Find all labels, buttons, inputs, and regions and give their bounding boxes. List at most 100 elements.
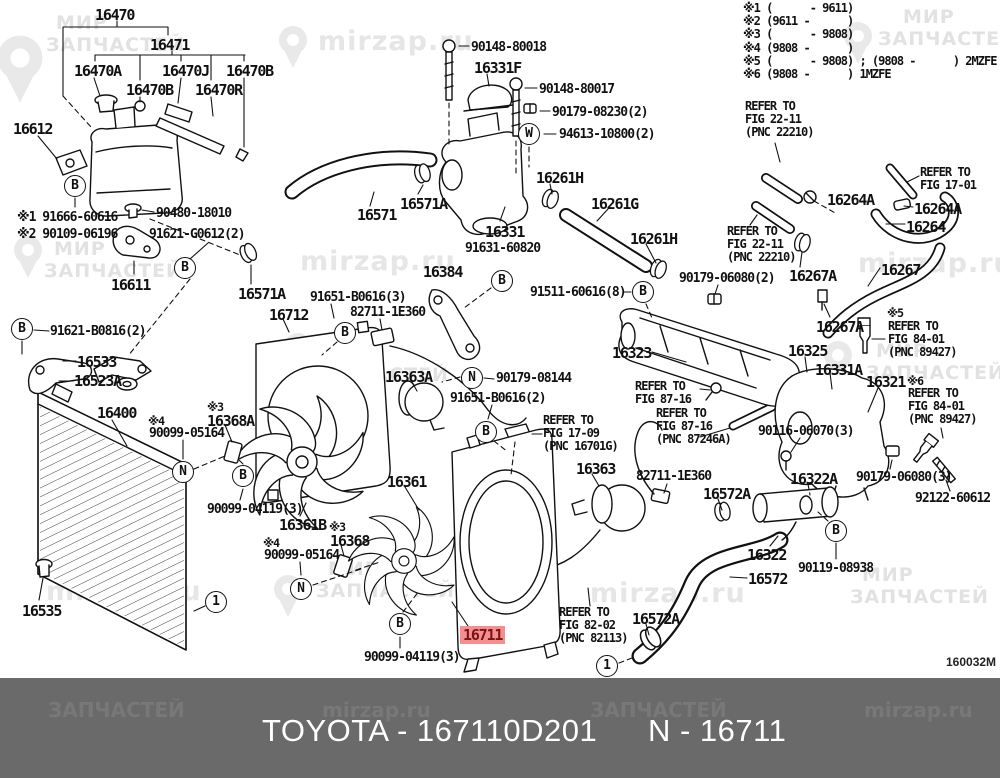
part-label-90148-80018: 90148-80018: [471, 40, 547, 55]
spec-note-line: ※2 (9611 - ): [743, 14, 854, 29]
callout-B: B: [334, 322, 356, 344]
refer-note-line: FIG 87-16: [656, 419, 713, 433]
callout-B: B: [389, 613, 411, 635]
watermark: МИР: [862, 564, 914, 586]
spec-note-line: ※4 (9808 - ): [743, 40, 854, 55]
part-label-16470R: 16470R: [195, 81, 243, 99]
part-label-16321: 16321: [866, 373, 906, 391]
fan-1-art: [229, 393, 376, 538]
watermark: МИР: [876, 340, 928, 362]
part-label-16264A: 16264A: [914, 200, 962, 218]
part-label-90179-06080-3-: 90179-06080(3): [856, 470, 953, 485]
leader-lines: [21, 20, 951, 649]
part-label-16470B: 16470B: [226, 62, 274, 80]
part-label-16612: 16612: [13, 120, 53, 138]
part-label-16264: 16264: [906, 218, 946, 236]
diagram-line-art: [0, 20, 959, 673]
refer-note-line: REFER TO: [727, 224, 778, 238]
clamps-art: [236, 162, 912, 654]
callout-1: 1: [596, 655, 618, 677]
part-label-16535: 16535: [22, 602, 62, 620]
footer-watermark: mirzap.ru: [864, 698, 973, 722]
callout-B: B: [491, 270, 513, 292]
part-label-16261G: 16261G: [591, 195, 639, 213]
reservoir-tank-art: [27, 94, 249, 578]
callout-B: B: [232, 465, 254, 487]
spec-note-line: ※3 ( - 9808): [743, 27, 854, 42]
refer-note-line: (PNC 87246A): [656, 432, 732, 446]
part-label-16361: 16361: [387, 473, 427, 491]
part-label-90480-18010: 90480-18010: [156, 206, 232, 221]
part-label-16363A: 16363A: [385, 368, 433, 386]
watermark: ЗАПЧАСТЕЙ: [878, 28, 1000, 50]
part-label-16572A: 16572A: [703, 485, 751, 503]
part-label--1-91666-60616: ※1 91666-60616: [17, 210, 118, 225]
part-label-16368: 16368: [330, 532, 370, 550]
refer-note-line: REFER TO: [543, 413, 594, 427]
part-label-90179-06080-2-: 90179-06080(2): [679, 271, 776, 286]
fan-shroud-2-art: [451, 428, 561, 673]
refer-note-line: (PNC 89427): [888, 345, 957, 359]
part-label-16470J: 16470J: [162, 62, 210, 80]
part-label-16261H: 16261H: [536, 169, 584, 187]
callout-B: B: [632, 281, 654, 303]
refer-note-line: REFER TO: [920, 165, 971, 179]
footer-watermark: mirzap.ru: [322, 698, 431, 722]
refer-note-line: FIG 82-02: [559, 618, 616, 632]
part-label-16267: 16267: [881, 261, 921, 279]
refer-note-line: FIG 17-01: [920, 178, 977, 192]
part-label-16322: 16322: [747, 546, 787, 564]
footer-part-text: TOYOTA - 167110D201: [262, 713, 598, 748]
refer-note-line: (PNC 89427): [908, 412, 977, 426]
refer-note-line: FIG 17-09: [543, 426, 600, 440]
part-label-16571: 16571: [357, 206, 397, 224]
part-label-16323: 16323: [612, 344, 652, 362]
part-label-90148-80017: 90148-80017: [539, 82, 615, 97]
part-label-16368A: 16368A: [207, 412, 255, 430]
part-label-90179-08230-2-: 90179-08230(2): [552, 105, 649, 120]
callout-B: B: [64, 175, 86, 197]
refer-note-line: (PNC 82113): [559, 631, 628, 645]
part-label--3: ※3: [329, 520, 346, 534]
callout-B: B: [11, 318, 33, 340]
part-label-16711: 16711: [460, 626, 506, 644]
part-label-16470: 16470: [95, 6, 135, 24]
fan-2-art: [344, 504, 465, 623]
watermark: МИР: [54, 238, 106, 260]
part-label-91651-B0616-2-: 91651-B0616(2): [450, 391, 547, 406]
refer-note-line: (PNC 22210): [727, 250, 796, 264]
part-label-94613-10800-2-: 94613-10800(2): [559, 127, 656, 142]
refer-note-line: FIG 22-11: [745, 112, 802, 126]
part-label--3: ※3: [207, 400, 224, 414]
part-label-16471: 16471: [150, 36, 190, 54]
part-label-90119-08938: 90119-08938: [798, 561, 874, 576]
spec-note-line: ※1 ( - 9611): [743, 1, 854, 15]
part-label--6: ※6: [907, 374, 924, 388]
part-label-16264A: 16264A: [827, 191, 875, 209]
refer-note-line: REFER TO: [888, 319, 939, 333]
callout-1: 1: [205, 591, 227, 613]
callout-N: N: [461, 367, 483, 389]
callout-B: B: [825, 520, 847, 542]
part-label-82711-1E360: 82711-1E360: [636, 469, 712, 484]
spec-note-line: ※6 (9808 - ) 1MZFE: [743, 67, 892, 82]
footer-watermark: ЗАПЧАСТЕЙ: [590, 698, 727, 722]
part-label-16572A: 16572A: [632, 610, 680, 628]
part-label-16363: 16363: [576, 460, 616, 478]
part-label-16523A: 16523A: [74, 372, 122, 390]
refer-note-line: REFER TO: [745, 99, 796, 113]
part-label-16322A: 16322A: [790, 470, 838, 488]
part-label--4: ※4: [263, 536, 280, 550]
radiator-art: [37, 383, 189, 651]
watermark: ЗАПЧАСТЕЙ: [866, 362, 1000, 384]
part-label-16571A: 16571A: [400, 195, 448, 213]
part-label-90099-04119-3-: 90099-04119(3): [364, 650, 461, 665]
